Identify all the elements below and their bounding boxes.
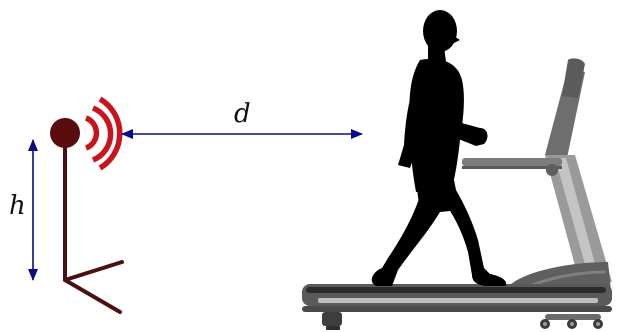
distance-label: d [234, 99, 251, 129]
walking-person-icon [371, 10, 507, 286]
height-label: h [9, 191, 26, 221]
sensor-stand [63, 136, 124, 314]
sensor-head [50, 118, 80, 148]
radar-sensor-icon [50, 118, 124, 314]
wireless-signal-icon [84, 96, 123, 171]
treadmill-icon [302, 58, 612, 330]
